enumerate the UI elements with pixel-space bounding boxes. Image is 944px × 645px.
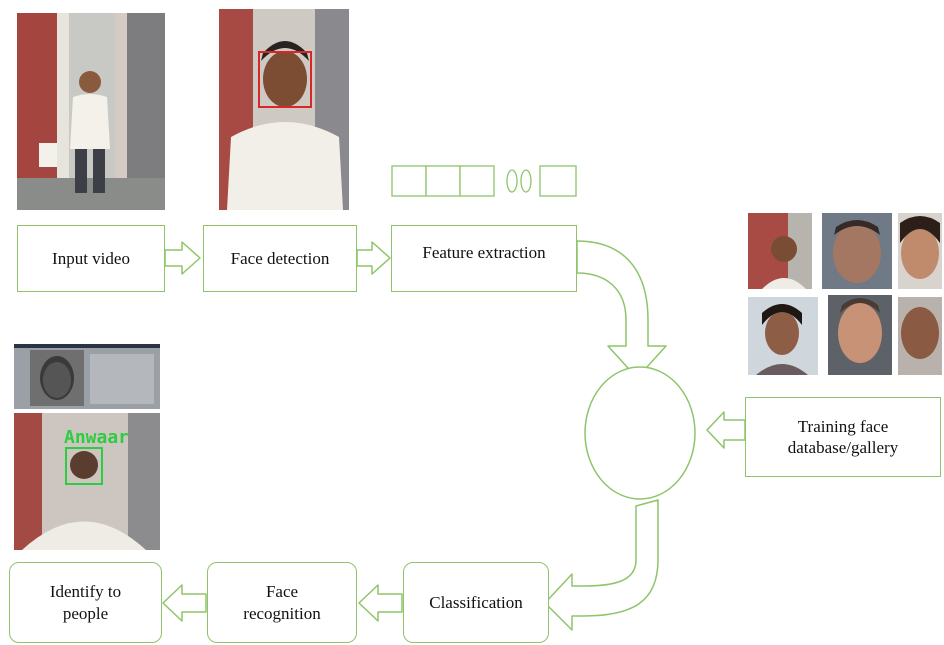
recognition-output-frame: Anwaar	[14, 413, 160, 550]
step-feature-extraction-label: Feature extraction	[422, 243, 546, 262]
arrow-input-to-detection	[164, 241, 201, 275]
step-feature-extraction: Feature extraction	[391, 225, 577, 292]
gallery-face-6	[898, 297, 942, 375]
step-identify-people: Identify to people	[9, 562, 162, 643]
gallery-face-5	[828, 295, 892, 375]
arrow-detection-to-feature	[356, 241, 391, 275]
step-training-gallery: Training face database/gallery	[745, 397, 941, 477]
gallery-face-4	[748, 297, 818, 375]
matching-circle-icon	[584, 366, 696, 500]
step-classification: Classification	[403, 562, 549, 643]
face-detection-frame	[219, 9, 349, 210]
step-face-recognition-label: Face recognition	[243, 582, 321, 623]
step-training-gallery-label: Training face database/gallery	[787, 416, 899, 457]
input-video-frame	[17, 13, 165, 210]
step-input-video-label: Input video	[52, 248, 130, 268]
gallery-face-1	[748, 213, 812, 289]
arrow-feature-to-matcher	[576, 240, 667, 379]
step-classification-label: Classification	[429, 592, 523, 612]
recognized-name-label: Anwaar	[64, 427, 129, 448]
arrow-gallery-to-matcher	[706, 411, 746, 449]
gallery-face-2	[822, 213, 892, 289]
recognition-box	[65, 447, 103, 485]
recognized-face-thumbnail	[14, 344, 160, 409]
feature-vector-icon	[391, 165, 577, 197]
arrow-classification-to-recognition	[358, 584, 403, 622]
arrow-recognition-to-identify	[162, 584, 207, 622]
arrow-matcher-to-classification	[544, 499, 659, 631]
step-face-detection-label: Face detection	[230, 248, 330, 268]
step-input-video: Input video	[17, 225, 165, 292]
step-face-detection: Face detection	[203, 225, 357, 292]
gallery-face-3	[898, 213, 942, 289]
training-gallery	[748, 213, 942, 375]
detection-box	[258, 51, 312, 108]
step-identify-people-label: Identify to people	[49, 582, 122, 623]
step-face-recognition: Face recognition	[207, 562, 357, 643]
